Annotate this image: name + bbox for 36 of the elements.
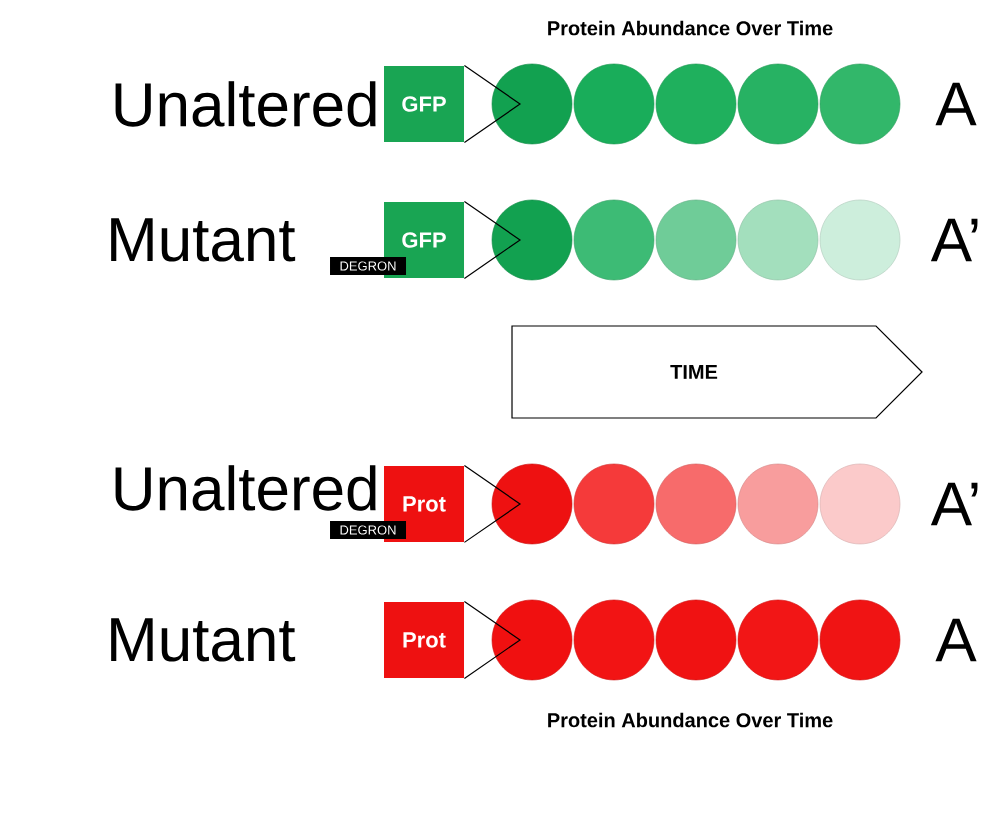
- protein-circle: [819, 599, 901, 681]
- wedge-line: [463, 601, 522, 679]
- protein-circle: [655, 63, 737, 145]
- wedge-line: [463, 201, 522, 279]
- protein-circle: [491, 199, 573, 281]
- protein-circle: [737, 199, 819, 281]
- protein-box: Prot: [384, 602, 464, 678]
- protein-circle: [655, 599, 737, 681]
- protein-circle: [737, 463, 819, 545]
- chart-title: Protein Abundance Over Time: [548, 712, 833, 728]
- row-label: Mutant: [111, 218, 296, 262]
- protein-circle: [491, 599, 573, 681]
- protein-circle: [819, 463, 901, 545]
- protein-circle: [737, 63, 819, 145]
- variant-letter: A: [935, 82, 977, 126]
- wedge-line: [463, 465, 522, 543]
- protein-circle: [819, 199, 901, 281]
- protein-circle: [655, 463, 737, 545]
- row-label: Mutant: [111, 618, 296, 662]
- variant-letter: A: [935, 618, 977, 662]
- protein-circle: [573, 599, 655, 681]
- protein-circle: [573, 63, 655, 145]
- protein-circle: [573, 463, 655, 545]
- protein-circle: [573, 199, 655, 281]
- protein-circle: [491, 63, 573, 145]
- protein-box: GFP: [384, 66, 464, 142]
- row-label: Unaltered: [115, 465, 376, 511]
- protein-circle: [819, 63, 901, 145]
- wedge-line: [463, 65, 522, 143]
- variant-letter: A’: [930, 218, 978, 262]
- chart-title: Protein Abundance Over Time: [548, 20, 833, 36]
- protein-circle: [655, 199, 737, 281]
- protein-circle: [491, 463, 573, 545]
- protein-circle: [737, 599, 819, 681]
- row-label: Unaltered: [115, 81, 376, 127]
- variant-letter: A’: [930, 482, 978, 526]
